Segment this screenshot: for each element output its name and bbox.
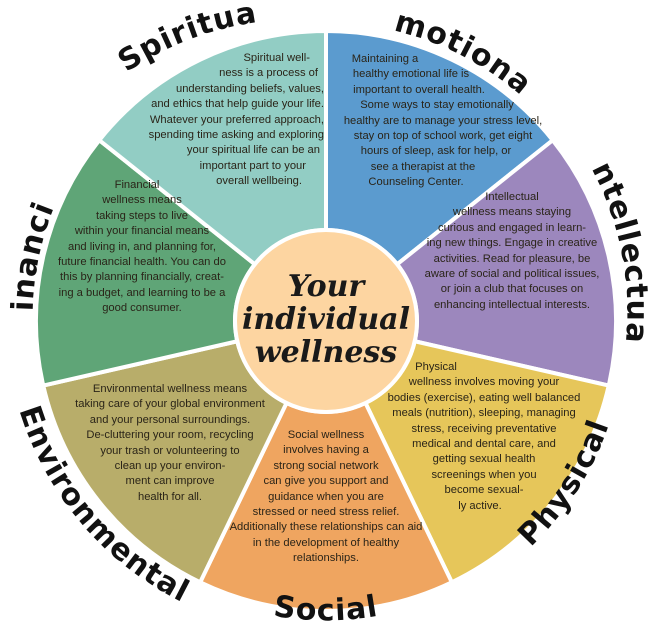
center-hub: [233, 228, 419, 414]
center-line-3: wellness: [254, 334, 398, 370]
environmental-description: Environmental wellness means taking care…: [75, 383, 265, 503]
center-title: Your individual wellness: [238, 242, 414, 396]
center-line-2: individual: [241, 301, 411, 337]
center-line-1: Your: [287, 268, 365, 304]
svg-text:Social: Social: [272, 589, 381, 628]
emotional-description: Maintaining a healthy emotional life is …: [343, 53, 543, 189]
spiritual-description: Spiritual well- ness is a process of und…: [148, 52, 324, 188]
financial-description: Financial wellness means taking steps to…: [58, 179, 226, 315]
physical-description: Physical wellness involves moving your b…: [387, 361, 581, 512]
intellectual-description: Intellectual wellness means staying curi…: [424, 191, 600, 311]
social-description: Social wellness involves having a strong…: [229, 429, 423, 565]
segment-title-social: Social: [272, 589, 381, 628]
